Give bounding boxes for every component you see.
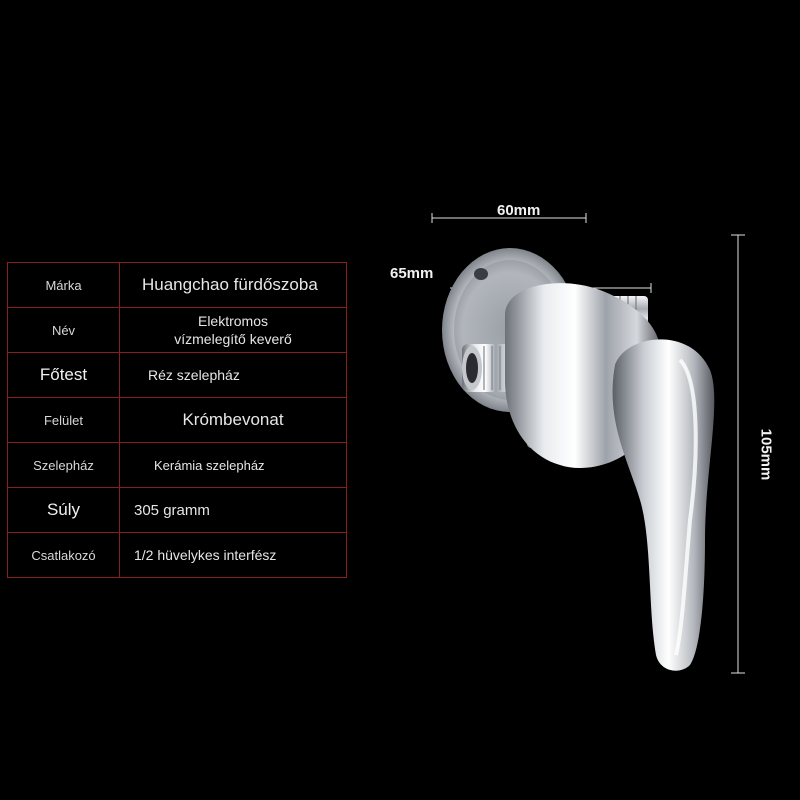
lever-handle (612, 339, 715, 671)
spec-table: Márka Huangchao fürdőszoba Név Elektromo… (7, 262, 347, 578)
spec-value: Krómbevonat (119, 397, 347, 443)
spec-value: 1/2 hüvelykes interfész (119, 532, 347, 578)
spec-value-line: Elektromos (197, 313, 269, 329)
dimension-width-label: 60mm (497, 202, 541, 219)
dimension-height-label: 105mm (757, 428, 775, 481)
spec-row-finish: Felület Krómbevonat (7, 397, 347, 443)
spec-row-brand: Márka Huangchao fürdőszoba (7, 262, 347, 308)
dimension-line-height (731, 234, 745, 674)
spec-value: Elektromos vízmelegítő keverő (119, 307, 347, 353)
spec-key: Súly (7, 487, 120, 533)
spec-key: Főtest (7, 352, 120, 398)
spec-key: Márka (7, 262, 120, 308)
spec-value: 305 gramm (119, 487, 347, 533)
spec-value-line: vízmelegítő keverő (174, 331, 292, 347)
dimension-depth-label: 65mm (390, 265, 434, 282)
spec-value: Huangchao fürdőszoba (119, 262, 347, 308)
spec-key: Felület (7, 397, 120, 443)
spec-row-name: Név Elektromos vízmelegítő keverő (7, 307, 347, 353)
dimension-line-width (431, 213, 587, 223)
spec-value: Kerámia szelepház (119, 442, 347, 488)
spec-key: Csatlakozó (7, 532, 120, 578)
spec-row-weight: Súly 305 gramm (7, 487, 347, 533)
left-inlet (462, 344, 514, 392)
spec-row-body: Főtest Réz szelepház (7, 352, 347, 398)
spec-row-connector: Csatlakozó 1/2 hüvelykes interfész (7, 532, 347, 578)
